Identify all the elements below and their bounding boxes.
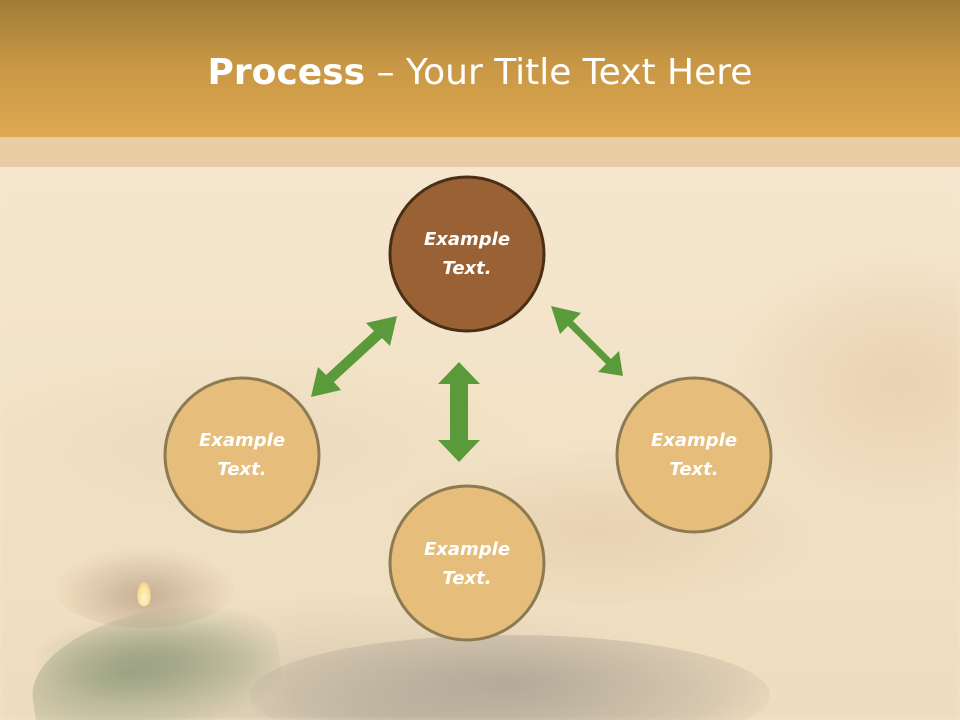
- node-bottom-line2: Text.: [442, 568, 492, 589]
- node-right: [615, 376, 773, 534]
- node-left-label: Example Text.: [167, 426, 317, 484]
- node-left-line1: Example: [198, 430, 286, 451]
- candle-flame: [137, 582, 151, 606]
- title-bold: Process: [207, 52, 366, 93]
- node-left-line2: Text.: [217, 459, 267, 480]
- slide-title: Process – Your Title Text Here: [0, 52, 960, 93]
- node-right-line1: Example: [650, 430, 738, 451]
- header-band: [0, 0, 960, 137]
- node-top-line2: Text.: [442, 258, 492, 279]
- arrow-top-left: [311, 316, 397, 397]
- node-bottom-label: Example Text.: [392, 535, 542, 593]
- node-bottom-line1: Example: [423, 539, 511, 560]
- title-rest: – Your Title Text Here: [365, 52, 753, 93]
- header-shadow: [0, 137, 960, 167]
- node-bottom: [388, 484, 546, 642]
- arrow-vertical: [438, 362, 480, 462]
- node-top: [388, 175, 546, 333]
- arrow-top-right: [551, 306, 623, 376]
- node-top-line1: Example: [423, 229, 511, 250]
- node-right-line2: Text.: [669, 459, 719, 480]
- node-right-label: Example Text.: [619, 426, 769, 484]
- node-left: [163, 376, 321, 534]
- node-top-label: Example Text.: [392, 225, 542, 283]
